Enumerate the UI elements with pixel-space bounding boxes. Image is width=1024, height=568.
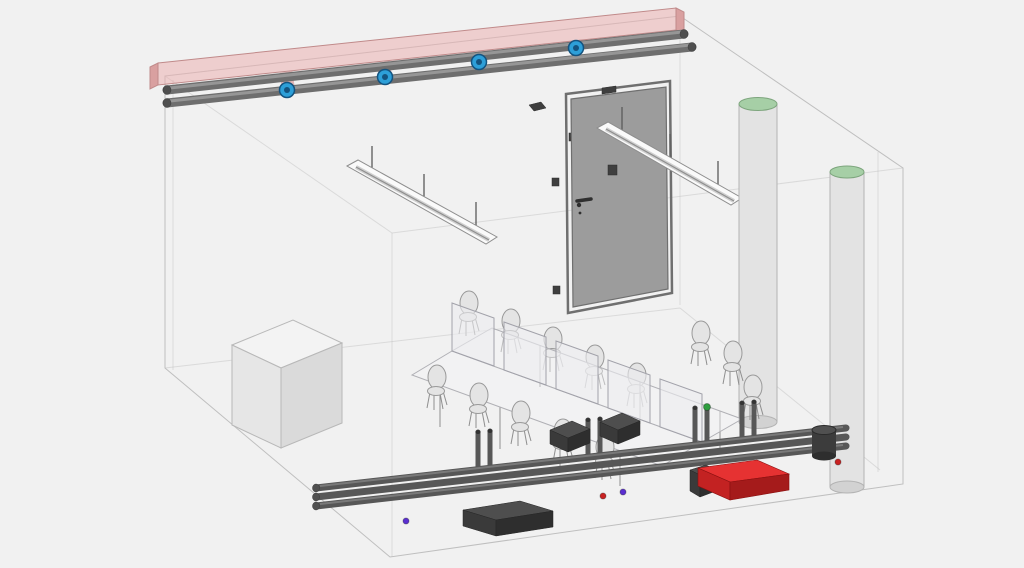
chair[interactable] bbox=[510, 400, 532, 447]
marker-dot-red[interactable] bbox=[834, 458, 842, 466]
column-top-2 bbox=[829, 165, 865, 179]
wall-switch-upper[interactable] bbox=[551, 177, 560, 187]
marker-dot-purple[interactable] bbox=[402, 517, 410, 525]
marker-dot-red[interactable] bbox=[599, 492, 607, 500]
chair[interactable] bbox=[468, 382, 490, 429]
duct-diffuser[interactable] bbox=[278, 81, 296, 99]
chair[interactable] bbox=[690, 320, 712, 367]
partition-panel[interactable] bbox=[555, 340, 599, 405]
chair[interactable] bbox=[426, 364, 448, 411]
door[interactable] bbox=[564, 79, 674, 315]
floor-box-2[interactable] bbox=[599, 412, 641, 445]
floor-trunking-box[interactable] bbox=[462, 500, 554, 537]
equipment-red-box[interactable] bbox=[696, 459, 791, 501]
door-handle[interactable] bbox=[575, 197, 593, 215]
marker-dot-green[interactable] bbox=[703, 403, 711, 411]
room-wireframe bbox=[164, 15, 904, 558]
door-closer bbox=[601, 85, 617, 95]
duct-diffuser[interactable] bbox=[470, 53, 488, 71]
duct-diffuser[interactable] bbox=[376, 68, 394, 86]
door-fitting bbox=[607, 164, 618, 176]
duct-diffuser[interactable] bbox=[567, 39, 585, 57]
pipe-elbow[interactable] bbox=[811, 425, 837, 461]
marker-dots bbox=[402, 403, 842, 525]
floor-box-1[interactable] bbox=[549, 420, 591, 453]
floor-pipes[interactable] bbox=[312, 399, 850, 511]
partition-panel[interactable] bbox=[607, 359, 651, 424]
cabinet-box[interactable] bbox=[230, 319, 344, 449]
ceiling-sensor[interactable] bbox=[528, 101, 547, 112]
marker-dot-purple[interactable] bbox=[619, 488, 627, 496]
ceiling-pipes[interactable] bbox=[162, 29, 697, 108]
column-top-1 bbox=[738, 97, 778, 111]
ceiling-light-1[interactable] bbox=[345, 146, 498, 245]
partition-panel[interactable] bbox=[503, 321, 547, 386]
wall-switch-lower[interactable] bbox=[552, 285, 561, 295]
desk-partitions bbox=[451, 302, 703, 443]
partition-panel[interactable] bbox=[451, 302, 495, 367]
